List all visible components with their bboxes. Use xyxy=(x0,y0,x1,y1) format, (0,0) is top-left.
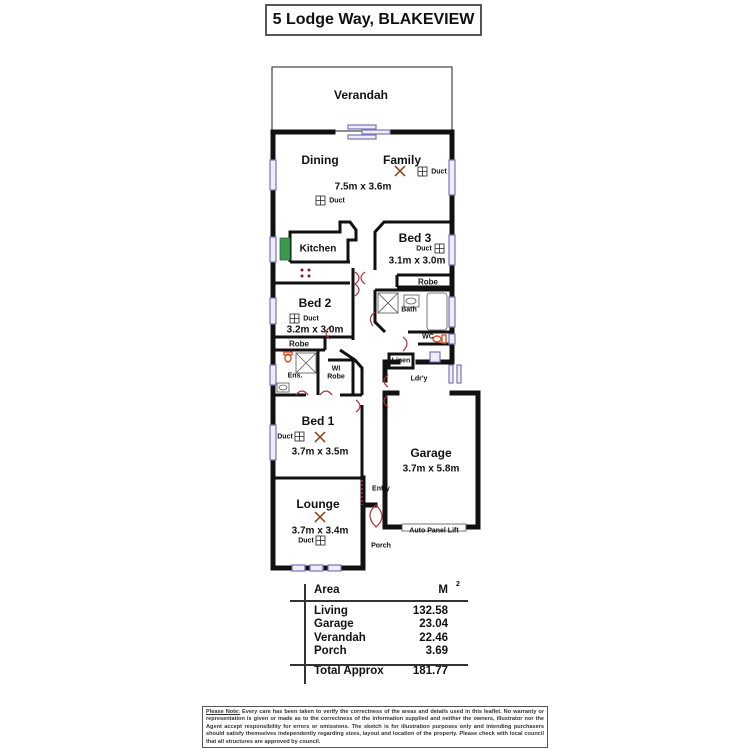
duct-label: Duct xyxy=(431,168,447,176)
room-label-wc: WC xyxy=(422,333,434,341)
room-label-lounge: Lounge xyxy=(296,497,340,511)
room-label-wi-robe-1: WI xyxy=(331,365,341,373)
area-table: Area M 2 Living 132.58 Garage 23.04 Verand… xyxy=(290,581,470,684)
header-area-label: Area xyxy=(314,584,340,596)
ceiling-fan-icons xyxy=(314,165,406,523)
walls xyxy=(270,129,481,571)
table-row: Living 132.58 xyxy=(290,605,470,619)
garage-door xyxy=(401,523,467,532)
table-rule xyxy=(290,600,468,602)
bathroom-fixtures xyxy=(276,292,448,393)
room-label-kitchen: Kitchen xyxy=(299,243,337,255)
table-vertical-rule xyxy=(304,584,306,684)
table-row: Verandah 22.46 xyxy=(290,632,470,646)
header-unit: M xyxy=(438,584,448,596)
room-label-garage: Garage xyxy=(410,446,452,460)
cooktop-icon xyxy=(300,268,311,278)
room-label-entry: Entry xyxy=(372,485,390,493)
room-dims-bed2: 3.2m x 3.0m xyxy=(286,324,344,336)
total-value: 181.77 xyxy=(412,664,448,677)
room-label-bed2: Bed 2 xyxy=(298,296,332,310)
windows xyxy=(269,124,462,572)
table-total-row: Total Approx 181.77 xyxy=(290,665,470,679)
disclaimer-lead: Please Note: xyxy=(206,709,241,715)
room-dims-bed3: 3.1m x 3.0m xyxy=(388,255,446,267)
room-label-robe: Robe xyxy=(289,339,309,349)
room-dims-garage: 3.7m x 5.8m xyxy=(402,463,460,475)
area-table-header: Area M xyxy=(290,584,470,601)
disclaimer-text: Every care has been taken to verify the … xyxy=(206,709,545,745)
row-value: 3.69 xyxy=(425,645,448,657)
row-value: 23.04 xyxy=(419,618,448,630)
room-label-ensuite: Ens. xyxy=(287,372,303,380)
room-label-linen: Linen xyxy=(391,357,411,365)
interior-walls xyxy=(273,220,452,480)
room-label-bed1: Bed 1 xyxy=(301,414,335,428)
room-dims-lounge: 3.7m x 3.4m xyxy=(291,525,349,537)
room-dims-family: 7.5m x 3.6m xyxy=(334,181,392,193)
row-label: Garage xyxy=(314,618,354,630)
room-dims-bed1: 3.7m x 3.5m xyxy=(291,446,349,458)
duct-label: Duct xyxy=(416,245,432,253)
property-title: 5 Lodge Way, BLAKEVIEW xyxy=(265,4,482,36)
row-value: 132.58 xyxy=(412,604,448,617)
table-row: Garage 23.04 xyxy=(290,618,470,632)
room-label-robe: Robe xyxy=(418,277,438,287)
room-label-bath: Bath xyxy=(401,306,417,314)
total-label: Total Approx xyxy=(314,664,384,677)
duct-label: Duct xyxy=(277,433,293,441)
disclaimer-box: Please Note: Every care has been taken t… xyxy=(202,706,548,748)
row-label: Porch xyxy=(314,645,347,657)
room-label-wi-robe-2: Robe xyxy=(327,373,345,381)
room-label-laundry: Ldr'y xyxy=(410,375,428,383)
table-row: Porch 3.69 xyxy=(290,645,470,659)
duct-label: Duct xyxy=(298,537,314,545)
duct-label: Duct xyxy=(329,197,345,205)
row-value: 22.46 xyxy=(419,631,448,644)
duct-icons xyxy=(289,166,445,546)
row-label: Living xyxy=(314,604,348,617)
sink-icon xyxy=(279,237,291,261)
header-unit-sup: 2 xyxy=(456,581,460,588)
table-rule xyxy=(290,664,468,666)
garage-door-label: Auto Panel Lift xyxy=(409,527,459,535)
doors xyxy=(295,271,408,528)
room-label-verandah: Verandah xyxy=(333,88,389,102)
room-label-family: Family xyxy=(382,153,422,167)
room-label-porch: Porch xyxy=(371,542,391,550)
duct-label: Duct xyxy=(303,315,319,323)
toilet-icons xyxy=(283,334,447,363)
room-label-bed3: Bed 3 xyxy=(398,231,432,245)
room-label-dining: Dining xyxy=(301,153,339,167)
row-label: Verandah xyxy=(314,631,366,644)
